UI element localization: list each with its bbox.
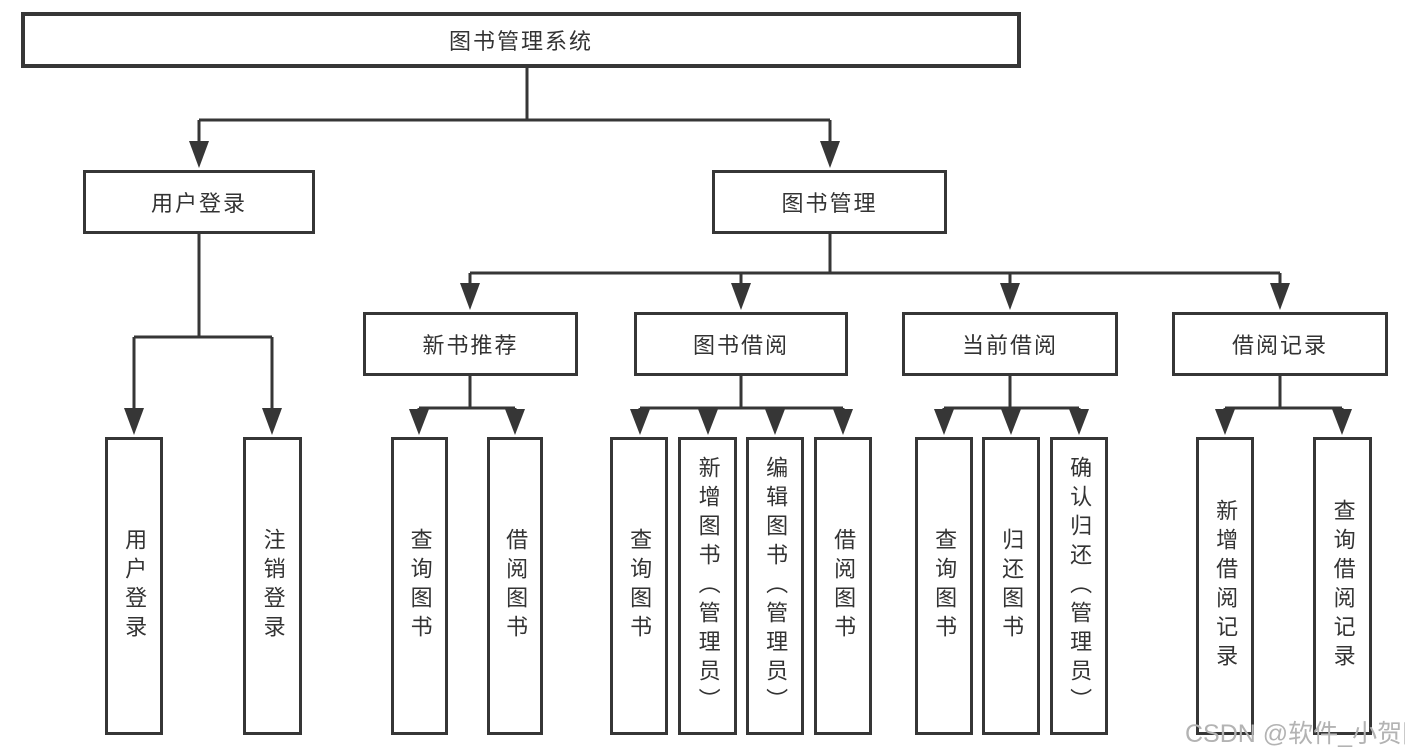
node-user-login: 用户登录 xyxy=(83,170,315,234)
leaf-label: 归还图书 xyxy=(999,528,1025,644)
csdn-watermark: CSDN @软件_小贺同学 xyxy=(1185,720,1405,747)
leaf-query-books-borrowing: 查询图书 xyxy=(610,437,668,735)
node-label: 当前借阅 xyxy=(961,333,1058,358)
leaf-label: 查询图书 xyxy=(627,528,653,644)
node-new-book-recommendation: 新书推荐 xyxy=(363,312,578,376)
leaf-label: 确认归还（管理员） xyxy=(1067,455,1093,717)
leaf-query-books-recommend: 查询图书 xyxy=(391,437,448,735)
leaf-label: 编辑图书（管理员） xyxy=(763,455,789,717)
leaf-add-book-admin: 新增图书（管理员） xyxy=(678,437,737,735)
node-borrowing-records: 借阅记录 xyxy=(1172,312,1388,376)
node-library-management-system: 图书管理系统 xyxy=(21,12,1021,68)
node-label: 图书管理系统 xyxy=(448,29,593,54)
node-label: 图书管理 xyxy=(781,191,878,216)
node-label: 用户登录 xyxy=(150,191,247,216)
leaf-user-login: 用户登录 xyxy=(105,437,163,735)
leaf-label: 新增借阅记录 xyxy=(1213,499,1239,673)
leaf-query-borrow-record: 查询借阅记录 xyxy=(1313,437,1372,735)
node-current-borrowing: 当前借阅 xyxy=(902,312,1118,376)
leaf-label: 查询图书 xyxy=(932,528,958,644)
leaf-borrow-books-recommend: 借阅图书 xyxy=(487,437,543,735)
leaf-borrow-books: 借阅图书 xyxy=(814,437,872,735)
leaf-edit-book-admin: 编辑图书（管理员） xyxy=(746,437,804,735)
leaf-label: 注销登录 xyxy=(260,528,286,644)
leaf-return-books: 归还图书 xyxy=(982,437,1040,735)
node-label: 图书借阅 xyxy=(692,333,789,358)
leaf-confirm-return-admin: 确认归还（管理员） xyxy=(1050,437,1108,735)
leaf-add-borrow-record: 新增借阅记录 xyxy=(1196,437,1254,735)
node-label: 借阅记录 xyxy=(1231,333,1328,358)
leaf-logout: 注销登录 xyxy=(243,437,302,735)
node-book-borrowing: 图书借阅 xyxy=(634,312,848,376)
node-label: 新书推荐 xyxy=(422,333,519,358)
leaf-label: 查询图书 xyxy=(407,528,433,644)
node-book-management: 图书管理 xyxy=(712,170,947,234)
arrowheads xyxy=(124,141,1352,435)
leaf-label: 借阅图书 xyxy=(831,528,857,644)
leaf-label: 查询借阅记录 xyxy=(1330,499,1356,673)
leaf-query-books-current: 查询图书 xyxy=(915,437,973,735)
leaf-label: 借阅图书 xyxy=(503,528,529,644)
leaf-label: 用户登录 xyxy=(122,528,148,644)
leaf-label: 新增图书（管理员） xyxy=(695,455,721,717)
